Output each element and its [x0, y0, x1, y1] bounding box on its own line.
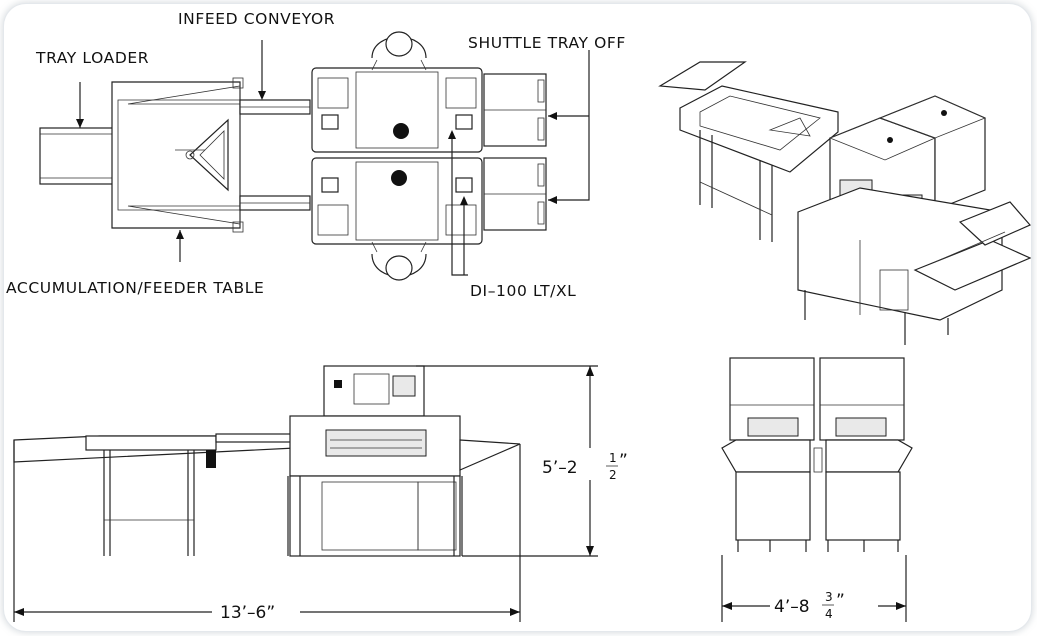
technical-drawing: TRAY LOADER INFEED CONVEYOR SHUTTLE TRAY…	[6, 10, 1031, 623]
width-dimension-frac-den: 4	[825, 607, 833, 621]
side-base-cabinet	[289, 475, 461, 557]
unit-lower-hub	[391, 170, 407, 186]
height-dimension-main: 5’–2	[542, 458, 578, 478]
operator-bottom-icon	[371, 241, 427, 281]
height-dimension-frac-den: 2	[609, 468, 617, 482]
label-shuttle-tray-off: SHUTTLE TRAY OFF	[468, 34, 626, 52]
label-infeed-conveyor: INFEED CONVEYOR	[178, 10, 335, 28]
height-dimension-close: ”	[619, 451, 628, 471]
drawing-sheet: TRAY LOADER INFEED CONVEYOR SHUTTLE TRAY…	[4, 4, 1031, 631]
end-base-right	[825, 471, 901, 541]
height-dimension-frac-num: 1	[609, 451, 617, 465]
end-base-left	[735, 471, 811, 541]
operator-top-icon	[371, 31, 427, 71]
label-model: DI–100 LT/XL	[470, 282, 576, 300]
top-view	[39, 31, 590, 281]
width-dimension-main: 4’–8	[774, 597, 810, 617]
label-accumulation-feeder-table: ACCUMULATION/FEEDER TABLE	[6, 279, 264, 297]
tray-loader-outline	[39, 127, 116, 185]
weigh-unit-lower	[311, 157, 483, 245]
weigh-unit-upper	[311, 67, 483, 153]
width-dimension-close: ”	[836, 591, 845, 611]
end-elevation-view	[721, 357, 913, 622]
length-dimension: 13’–6”	[220, 603, 275, 623]
isometric-view	[658, 61, 1031, 345]
side-elevation-view	[13, 365, 598, 622]
unit-upper-hub	[393, 123, 409, 139]
width-dimension-frac-num: 3	[825, 590, 833, 604]
label-tray-loader: TRAY LOADER	[35, 49, 149, 67]
feeder-table-triangle	[189, 118, 229, 192]
